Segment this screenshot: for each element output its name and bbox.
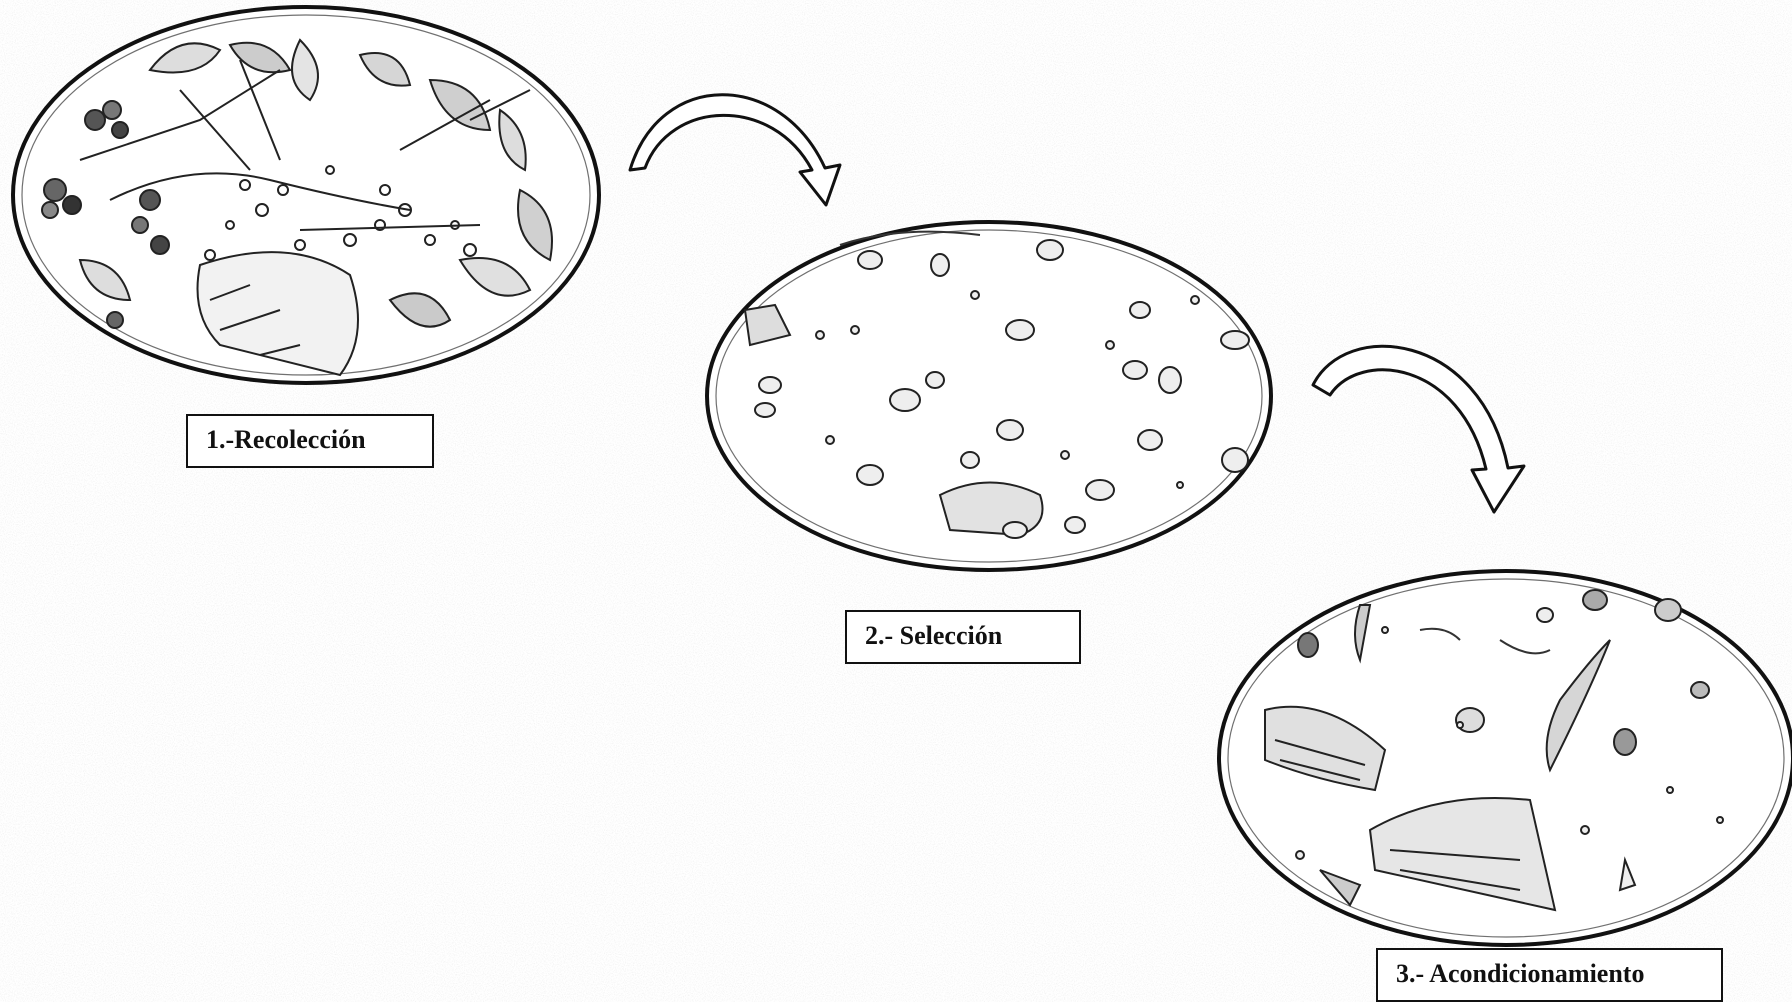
step-1-illustration (13, 7, 599, 383)
step-1-label: 1.-Recolección (186, 414, 434, 468)
step-2-label: 2.- Selección (845, 610, 1081, 664)
step-3-illustration (1219, 571, 1792, 945)
step-2-illustration (707, 222, 1271, 570)
step-3-label: 3.- Acondicionamiento (1376, 948, 1723, 1002)
